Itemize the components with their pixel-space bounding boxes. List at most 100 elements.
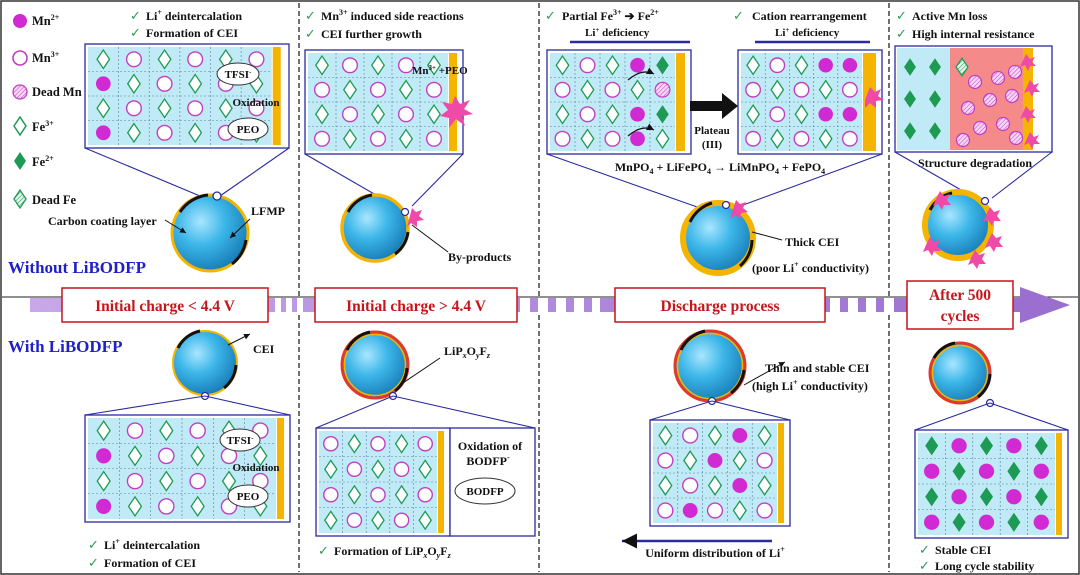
mn3-atom <box>706 502 724 519</box>
bottom3-thin-1: Thin and stable CEI <box>765 361 870 375</box>
mn3-atom <box>341 57 359 74</box>
fe3-atom <box>818 128 833 149</box>
fe3-atom <box>658 475 673 496</box>
particle-ball <box>928 341 992 405</box>
mn2-atom <box>951 489 967 505</box>
lattice-atoms <box>904 54 1040 149</box>
coating-arc <box>679 329 706 351</box>
byproduct-burst <box>983 207 1001 226</box>
fe3-atom <box>126 122 141 144</box>
mn2-atom <box>978 514 995 530</box>
mn2-atom <box>1033 514 1049 530</box>
mn2-atom <box>924 463 940 479</box>
stage-box-4 <box>906 280 1014 330</box>
fe3-atom <box>96 470 111 492</box>
zoom-point <box>212 191 222 201</box>
top-panel-1: ✓ Li+ deintercalation ✓ Formation of CEI… <box>8 8 290 277</box>
mn3-atom <box>417 435 433 452</box>
fe3-atom <box>630 79 645 101</box>
dead-mn-atom <box>1008 130 1024 146</box>
fe2-atom <box>929 90 941 108</box>
section-label-with: With LiBODFP <box>8 337 122 356</box>
cei-layer <box>1056 433 1062 535</box>
mn3-atom <box>156 75 173 92</box>
pointer-arrow <box>227 333 251 346</box>
check-icon: ✓ <box>896 9 907 24</box>
fe2-atom <box>925 436 939 456</box>
top1-lfmp-label: LFMP <box>251 204 285 218</box>
mn3-atom <box>579 106 596 123</box>
mn3-atom <box>657 452 674 469</box>
pointer-line <box>399 357 441 386</box>
fe3-atom <box>580 79 595 101</box>
legend-mn2-label: Mn2+ <box>32 13 60 28</box>
fe3-atom <box>314 103 330 125</box>
legend-fe2-icon <box>14 152 26 170</box>
legend-mn2-icon <box>13 14 27 28</box>
bottom2-bodfp-bubble <box>454 477 516 505</box>
fe3-atom <box>127 445 143 467</box>
cei-layer <box>778 423 784 523</box>
zoom-line <box>546 153 701 209</box>
mn3-atom <box>323 486 339 503</box>
zoom-line <box>204 395 291 416</box>
fe3-atom <box>126 73 141 95</box>
fe3-atom <box>394 433 409 454</box>
coating-arc <box>977 373 992 399</box>
bottom1-peo-label: PEO <box>237 491 260 503</box>
mn3-atom <box>313 130 331 147</box>
fe3-atom <box>757 425 772 446</box>
zoom-point <box>721 200 731 210</box>
mn3-atom <box>370 435 386 452</box>
top2-check-2: CEI further growth <box>321 27 422 41</box>
dead-mn-atom <box>1007 64 1023 80</box>
fe2-atom <box>929 58 941 76</box>
check-icon: ✓ <box>305 9 316 24</box>
legend: Mn2+ Mn3+ Dead Mn Fe3+ Fe2+ Dead Fe <box>12 13 82 210</box>
mn3-atom <box>126 472 144 490</box>
particle-ball <box>170 193 250 273</box>
fe2-atom <box>656 56 669 75</box>
byproduct-burst <box>1020 106 1036 123</box>
mn3-atom <box>313 81 331 98</box>
fe3-atom <box>190 495 205 517</box>
mn3-atom <box>341 106 359 123</box>
fe3-atom <box>323 459 338 480</box>
zoom-line <box>84 395 206 416</box>
zoom-line <box>649 400 713 421</box>
mn3-atom <box>745 81 762 98</box>
byproduct-burst <box>407 208 424 227</box>
dead-mn-atom <box>1004 88 1020 104</box>
byproduct-burst <box>730 200 748 219</box>
fe3-atom <box>188 73 203 95</box>
fe3-atom <box>794 55 809 76</box>
mn3-atom <box>158 498 175 515</box>
fe3-atom <box>342 128 358 150</box>
fe3-atom <box>159 420 174 442</box>
particle-ball <box>340 193 410 263</box>
plateau-label-2: (III) <box>702 139 723 151</box>
coating-arc <box>393 367 409 393</box>
zoom-line <box>315 395 394 429</box>
bottom-panel-2: LiPxOyFz Oxidation of BODFP- BODFP ✓ For… <box>315 330 536 560</box>
bottom2-formation: Formation of LiPxOyFz <box>334 544 452 560</box>
stage-label-3: Discharge process <box>661 298 780 315</box>
mn2-atom <box>842 106 858 122</box>
top3-particle <box>680 200 756 276</box>
dead-fe-atom <box>955 57 969 77</box>
mn3-atom <box>125 51 142 68</box>
pointer-arrow <box>743 361 786 386</box>
bottom1-tfsi-bubble <box>219 428 261 452</box>
fe3-atom <box>190 445 205 467</box>
coating-arc <box>688 201 713 223</box>
byproduct-burst <box>1024 80 1040 97</box>
zoom-line <box>411 153 464 207</box>
check-icon: ✓ <box>919 559 930 574</box>
dead-mn-atom <box>654 81 671 98</box>
particle-ball <box>340 330 410 400</box>
bottom1-check-1: Li+ deintercalation <box>104 537 200 552</box>
byproduct-burst <box>1024 132 1040 149</box>
fe3-atom <box>188 122 203 144</box>
mn3-atom <box>769 57 786 74</box>
mn3-atom <box>756 502 773 519</box>
